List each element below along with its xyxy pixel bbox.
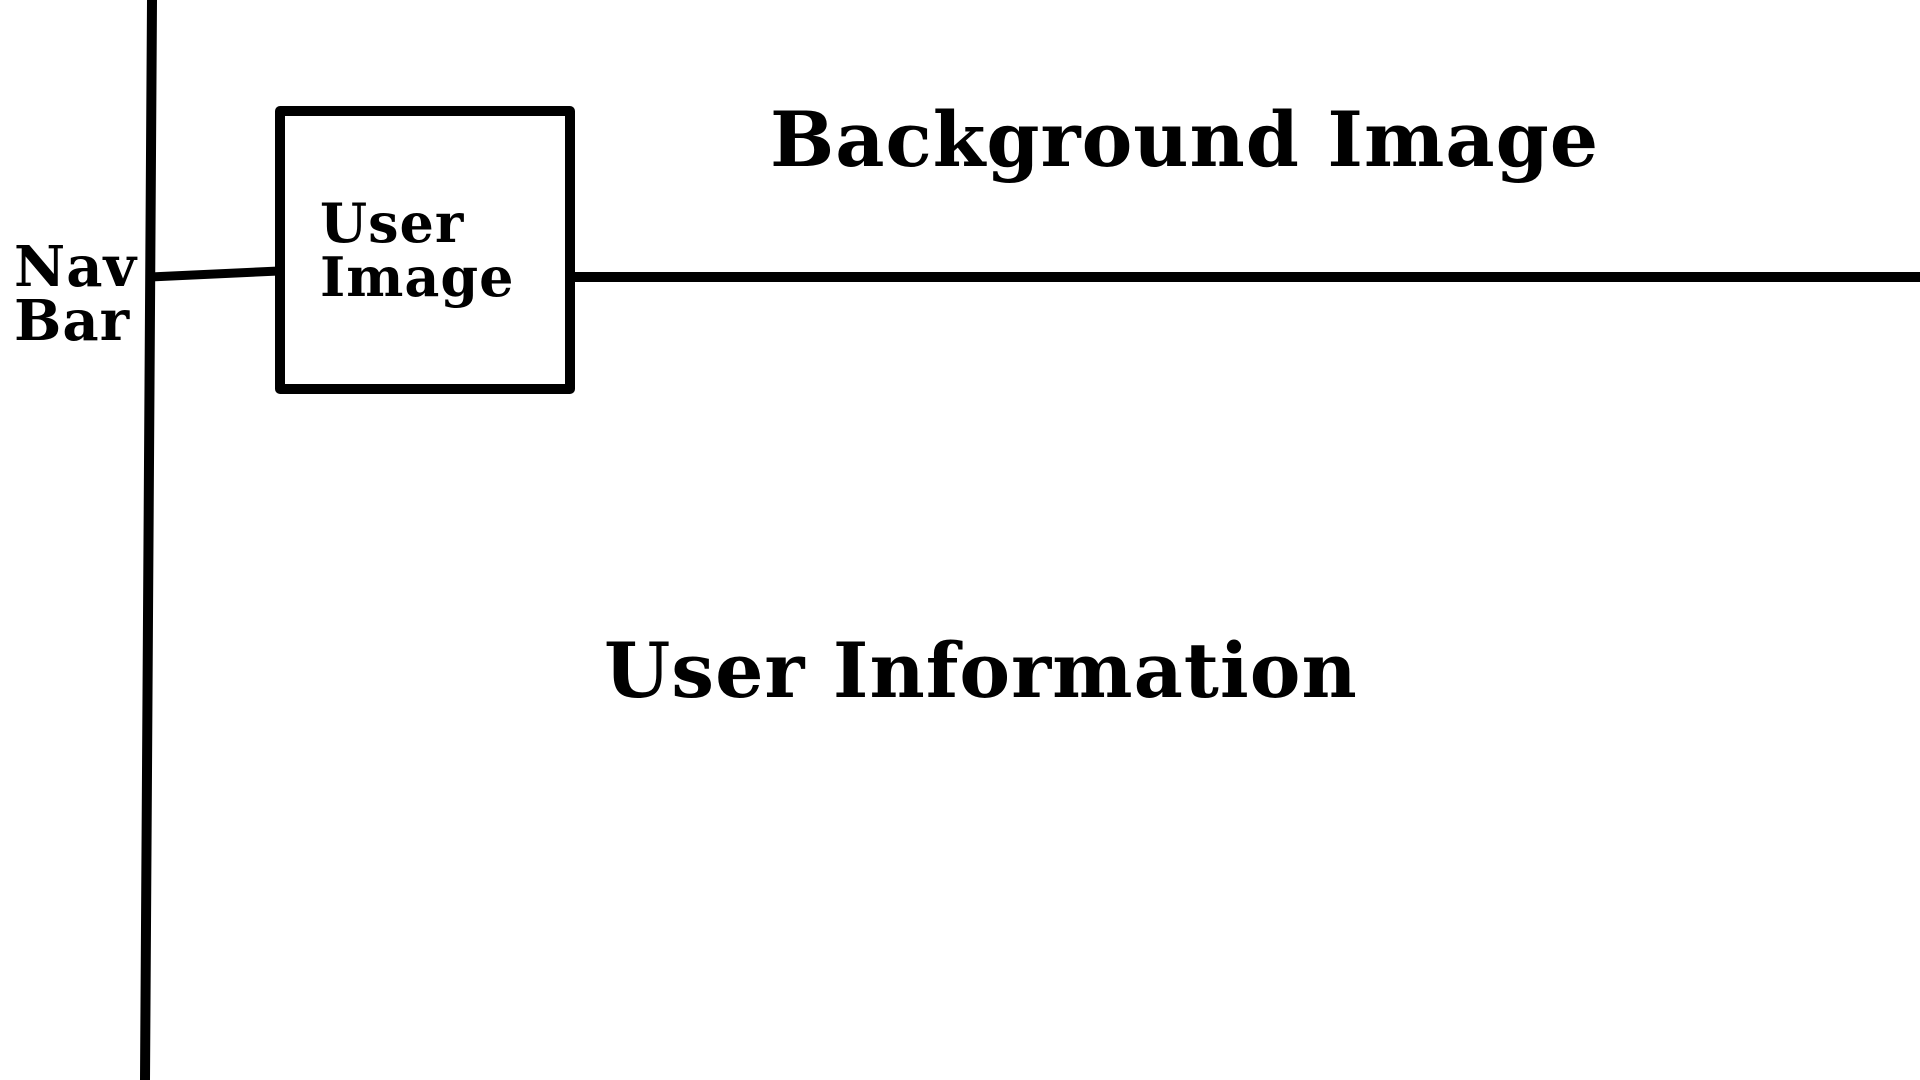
- user-image-label-line1: User: [320, 191, 465, 255]
- nav-bar-label-line1: Nav: [14, 234, 138, 300]
- user-image-label: User Image: [320, 196, 515, 304]
- background-image-label: Background Image: [770, 95, 1600, 184]
- user-image-label-line2: Image: [320, 245, 515, 309]
- user-information-label: User Information: [604, 626, 1358, 715]
- nav-bar-label: Nav Bar: [14, 234, 138, 354]
- nav-to-avatar-connector: [145, 266, 284, 282]
- nav-bar-divider: [140, 0, 157, 1080]
- nav-bar-label-line2: Bar: [14, 288, 131, 354]
- user-image-box: [275, 106, 575, 394]
